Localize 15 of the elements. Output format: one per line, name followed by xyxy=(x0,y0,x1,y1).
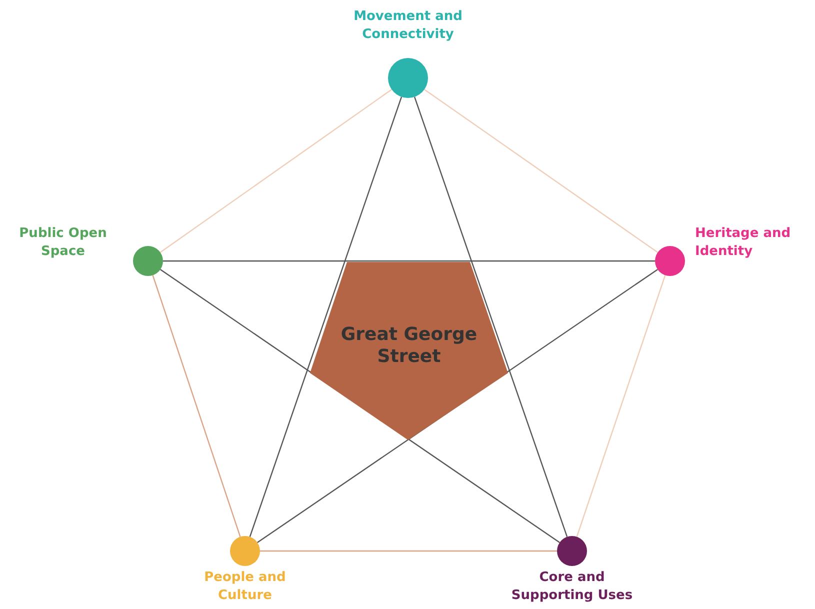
node-label: Heritage and Identity xyxy=(695,225,792,261)
connector-line xyxy=(576,275,666,537)
connector-line xyxy=(152,275,241,537)
pentagon-node xyxy=(310,262,508,440)
node-label: Great George Street xyxy=(340,324,478,368)
connector-line xyxy=(424,88,658,253)
node-label: Movement and Connectivity xyxy=(352,8,464,44)
connector-line xyxy=(249,96,402,538)
node-label: Public Open Space xyxy=(18,225,108,261)
node-label: Core and Supporting Uses xyxy=(510,569,634,605)
node-label: People and Culture xyxy=(203,569,287,605)
connector-line xyxy=(414,96,568,538)
connector-line xyxy=(260,550,557,552)
connector-line xyxy=(160,89,392,253)
connector-line xyxy=(163,260,655,262)
